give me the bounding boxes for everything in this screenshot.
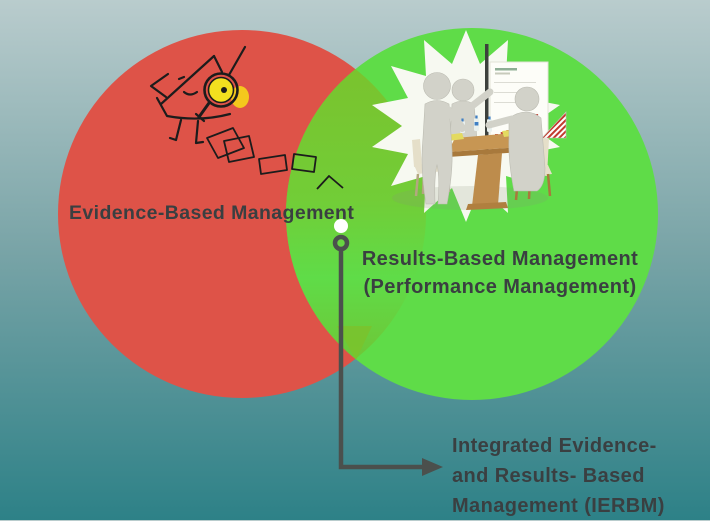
intersection-lens (286, 30, 426, 398)
figure-right (485, 86, 546, 192)
evidence-label: Evidence-Based Management (69, 202, 355, 224)
intersection-label-line3: Management (IERBM) (452, 495, 665, 517)
intersection-label: Integrated Evidence- and Results- Based … (452, 431, 702, 521)
lens-bottom-tip (337, 326, 372, 360)
meeting-illustration (392, 44, 567, 210)
pin-dot (334, 219, 348, 233)
paper-trail-icon (206, 127, 344, 190)
results-label: Results-Based Management (Performance Ma… (350, 245, 650, 301)
intersection-label-line1: Integrated Evidence- (452, 435, 657, 457)
results-label-line1: Results-Based Management (361, 248, 639, 270)
figure-left (421, 72, 466, 205)
intersection-label-line2: and Results- Based (452, 465, 645, 487)
arrowhead-icon (422, 458, 443, 476)
results-label-line2: (Performance Management) (363, 276, 637, 298)
magnifier-doodle-icon (149, 45, 249, 145)
connector-arrow (332, 219, 443, 476)
